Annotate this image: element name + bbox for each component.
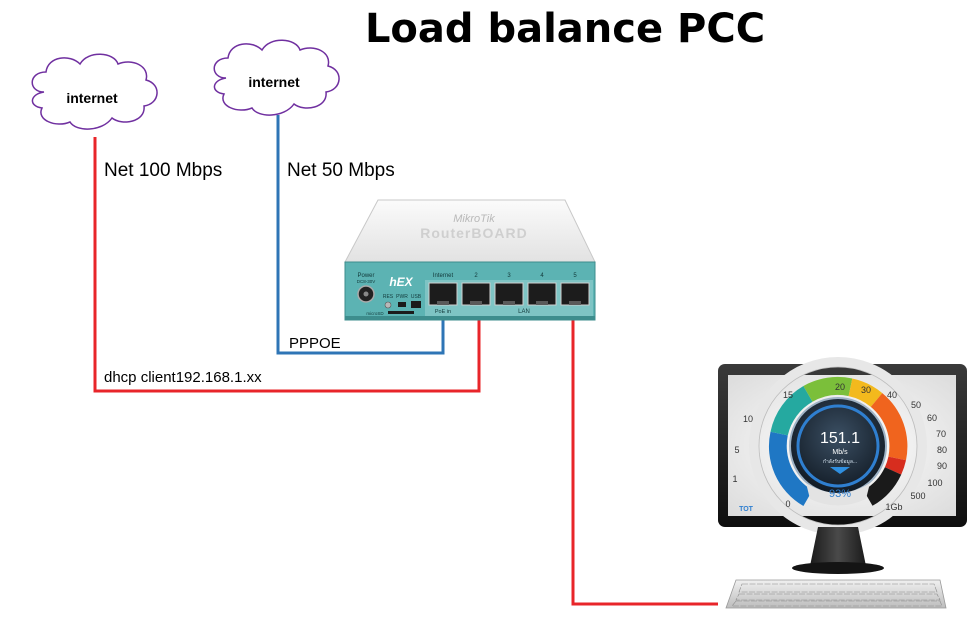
pwr-led: [398, 302, 406, 307]
cloud-label: internet: [66, 90, 118, 106]
tick-label: 1Gb: [885, 502, 902, 512]
router-brand: MikroTik: [453, 213, 495, 225]
power-label: Power: [357, 273, 374, 279]
lan-link-line: [571, 300, 718, 606]
res-label: RES: [383, 294, 394, 300]
usb-port: [411, 301, 421, 308]
internet-cloud-1: internet: [31, 53, 158, 130]
tick-label: 90: [937, 461, 947, 471]
router: MikroTik RouterBOARD Power DC8-30V hEX R…: [344, 199, 596, 321]
cloud-label: internet: [248, 74, 300, 90]
gauge-arc-red: [884, 456, 906, 475]
ethernet-port-internet: [428, 282, 458, 306]
router-model: hEX: [389, 275, 413, 289]
tick-label: 5: [734, 445, 739, 455]
tick-label: 15: [783, 390, 793, 400]
tick-label: 60: [927, 413, 937, 423]
ethernet-port-4: [527, 282, 557, 306]
progress-percent: 93%: [829, 488, 851, 500]
down-arrow-icon: [830, 467, 850, 474]
ethernet-port-3: [494, 282, 524, 306]
port-label-2: 2: [474, 273, 478, 279]
speed-value: 151.1: [820, 430, 860, 447]
router-model-line: RouterBOARD: [420, 225, 527, 241]
tick-label: 50: [911, 400, 921, 410]
wan1-speed-label: Net 100 Mbps: [104, 160, 222, 181]
page-title: Load balance PCC: [365, 6, 765, 52]
speed-status: กำลังรับข้อมูล...: [823, 458, 857, 465]
tick-label: 20: [835, 382, 845, 392]
cloud-icon: [213, 39, 340, 116]
speed-unit: Mb/s: [832, 449, 848, 456]
wan2-speed-label: Net 50 Mbps: [287, 160, 395, 181]
gauge-arc-dark: [863, 467, 902, 506]
gauge-arc-teal: [770, 386, 813, 436]
wan2-link-line: [276, 115, 445, 355]
microsd-slot: [388, 311, 414, 314]
tick-label: 40: [887, 390, 897, 400]
gauge-arc-green: [803, 376, 853, 402]
wan1-link-line: [93, 137, 481, 393]
reset-button: [384, 301, 392, 309]
lan-label: LAN: [518, 309, 530, 315]
tick-label: 0: [785, 499, 790, 509]
power-spec: DC8-30V: [357, 279, 376, 284]
microsd-label: microSD: [366, 311, 384, 316]
tick-label: 500: [910, 491, 925, 501]
tick-label: 30: [861, 385, 871, 395]
port-label-internet: Internet: [433, 273, 454, 279]
computer: 151.1 Mb/s กำลังรับข้อมูล... 93% 0 1 5 1…: [718, 357, 967, 609]
tick-label: 1: [732, 474, 737, 484]
wan1-type-label: dhcp client192.168.1.xx: [104, 369, 262, 386]
tick-label: 100: [927, 478, 942, 488]
gauge-arc-blue: [768, 431, 813, 506]
tick-label: 70: [936, 429, 946, 439]
gauge-arc-orange: [870, 393, 908, 461]
poe-in-label: PoE in: [435, 309, 451, 315]
cloud-icon: [31, 53, 158, 130]
tick-label: 80: [937, 445, 947, 455]
port-label-5: 5: [573, 273, 577, 279]
usb-label: USB: [411, 294, 422, 300]
gauge-arc-yellow: [848, 378, 883, 407]
gauge-progress-band: [806, 483, 870, 506]
monitor-stand: [810, 527, 866, 566]
ethernet-port-5: [560, 282, 590, 306]
pwr-label: PWR: [396, 294, 408, 300]
internet-cloud-2: internet: [213, 39, 340, 116]
keyboard: [725, 579, 947, 609]
wan2-type-label: PPPOE: [289, 335, 341, 352]
ethernet-port-2: [461, 282, 491, 306]
tick-label: 10: [743, 414, 753, 424]
port-label-4: 4: [540, 273, 544, 279]
screen-logo: TOT: [739, 506, 754, 513]
port-label-3: 3: [507, 273, 511, 279]
monitor-base: [792, 562, 884, 574]
